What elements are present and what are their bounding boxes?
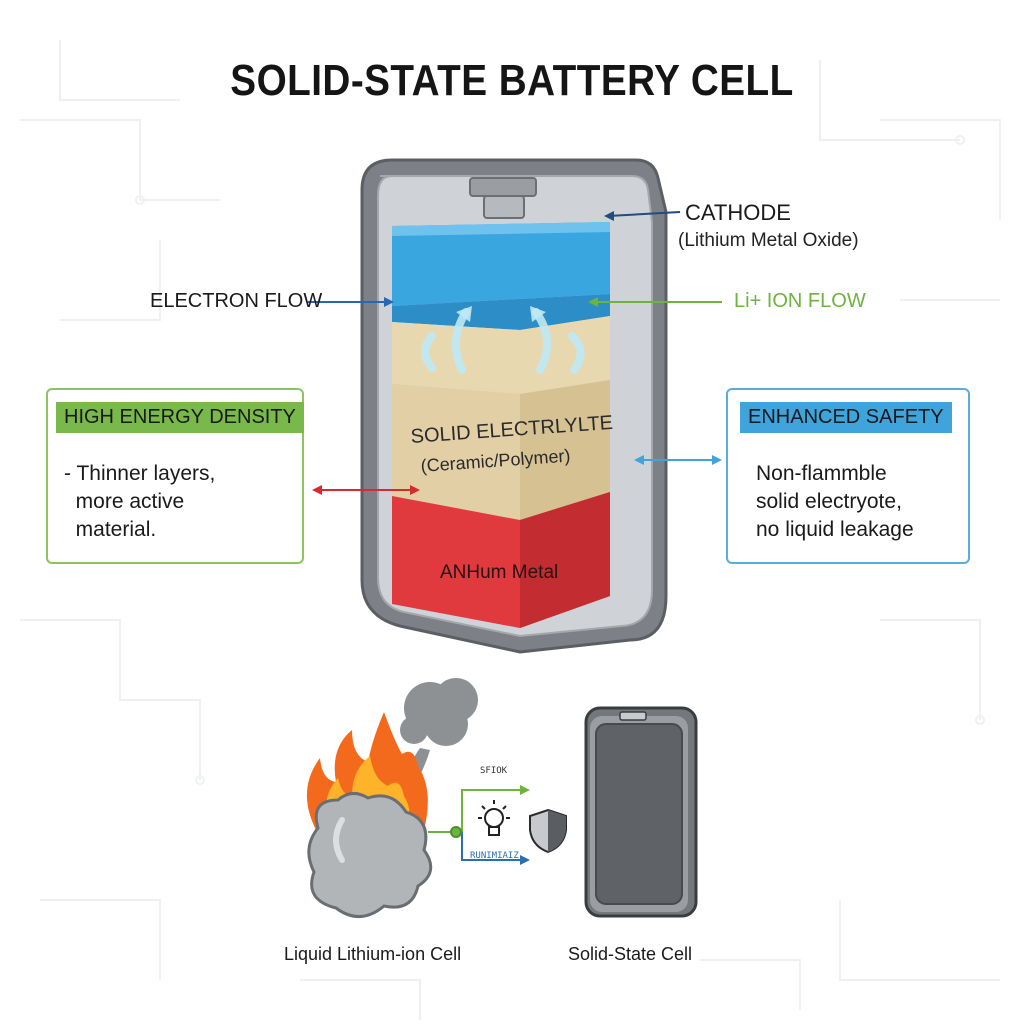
lightbulb-icon: [478, 800, 510, 836]
battery-terminal: [469, 177, 537, 219]
energy-density-text: - Thinner layers, more active material.: [64, 460, 215, 544]
safety-line: solid electryote,: [756, 490, 902, 513]
safety-callout: ENHANCED SAFETY Non-flammble solid elect…: [726, 388, 970, 564]
circuit-small-label-bottom: RUNIMIAIZ: [470, 851, 519, 861]
cathode-label: CATHODE: [685, 200, 791, 225]
energy-density-callout: HIGH ENERGY DENSITY - Thinner layers, mo…: [46, 388, 304, 564]
energy-line: material.: [64, 518, 157, 541]
cathode-sublabel: (Lithium Metal Oxide): [678, 230, 859, 251]
electron-flow-label: ELECTRON FLOW: [150, 290, 323, 312]
ion-flow-label: Li+ ION FLOW: [734, 290, 866, 312]
safety-line: Non-flammble: [756, 462, 887, 485]
energy-line: more active: [64, 490, 185, 513]
pointer-arrowheads: [312, 211, 722, 495]
electrolyte-layer: [392, 316, 610, 520]
anode-label: ANHum Metal: [440, 562, 559, 583]
safety-text: Non-flammble solid electryote, no liquid…: [756, 460, 914, 544]
liquid-cell-blob: [307, 792, 433, 918]
energy-density-tag: HIGH ENERGY DENSITY: [56, 402, 304, 433]
safety-tag: ENHANCED SAFETY: [740, 402, 952, 433]
solid-state-cell: [584, 706, 698, 918]
safety-line: no liquid leakage: [756, 518, 914, 541]
cathode-layer: [392, 222, 610, 330]
pointer-lines: [308, 211, 722, 491]
anode-layer: [392, 492, 610, 628]
shield-icon: [529, 808, 567, 854]
liquid-cell-caption: Liquid Lithium-ion Cell: [284, 944, 462, 964]
diagram-title: SOLID-STATE BATTERY CELL: [230, 56, 794, 105]
circuit-small-label-top: SFIOK: [480, 766, 508, 776]
energy-line: - Thinner layers,: [64, 462, 216, 485]
solid-cell-caption: Solid-State Cell: [568, 944, 693, 964]
small-circuit: [428, 785, 530, 865]
